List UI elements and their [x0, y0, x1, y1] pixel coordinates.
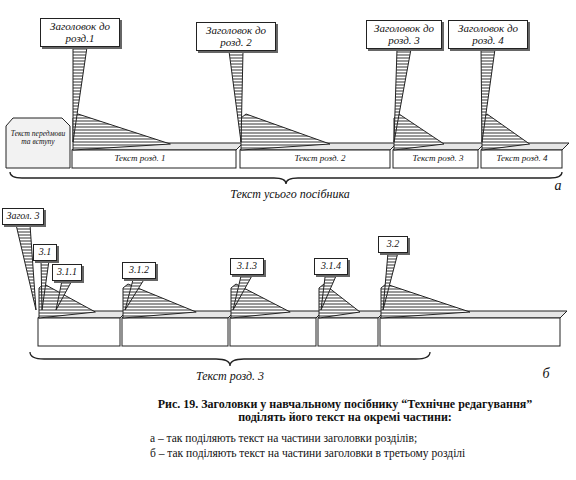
heading-callout: 3.1.1: [52, 264, 82, 281]
slab-front: [318, 318, 378, 346]
heading-pointer: [56, 281, 72, 311]
slab-front: [230, 318, 316, 346]
caption-line: а – так поділяють текст на частини загол…: [150, 432, 570, 445]
section-wedge: [73, 114, 170, 150]
heading-callout: 3.1.3: [230, 258, 264, 275]
heading-pointer: [229, 51, 243, 142]
heading-text: 3.2: [382, 239, 404, 250]
heading-callout: Заголовок до розд. 2: [196, 22, 276, 51]
section-text: Текст розд. 3: [402, 154, 474, 164]
heading-pointer: [73, 47, 87, 142]
brace-label: Текст усього посібника: [180, 188, 400, 201]
section-wedge: [482, 114, 530, 150]
part-letter: а: [548, 178, 568, 193]
heading-pointer: [481, 49, 495, 142]
heading-pointer: [394, 49, 411, 142]
brace: [10, 172, 562, 184]
heading-pointer: [321, 275, 337, 311]
heading-callout: 3.1: [33, 244, 57, 261]
heading-callout: 3.2: [378, 236, 408, 253]
heading-callout: 3.1.2: [122, 262, 156, 279]
heading-text: 3.1: [37, 247, 53, 258]
section-text: Текст розд. 2: [280, 154, 360, 164]
heading-pointer: [16, 225, 36, 311]
heading-text: Загол. 3: [6, 211, 40, 222]
caption-line: б – так поділяють текст на частини загол…: [150, 447, 570, 460]
heading-callout: 3.1.4: [314, 258, 348, 275]
heading-text: Заголовок до розд.1: [44, 21, 116, 44]
section-text: Текст передмови та вступу: [9, 130, 67, 147]
slab-front: [240, 150, 390, 168]
heading-text: Заголовок до розд. 4: [452, 23, 524, 46]
slab-front: [122, 318, 228, 346]
heading-callout: Загол. 3: [2, 208, 44, 225]
section-wedge: [394, 114, 444, 150]
slab-front: [72, 150, 236, 168]
heading-callout: Заголовок до розд. 3: [366, 20, 442, 49]
heading-text: 3.1.3: [234, 261, 260, 272]
heading-text: Заголовок до розд. 3: [370, 23, 438, 46]
figure-caption: Рис. 19. Заголовки у навчальному посібни…: [150, 398, 540, 424]
slab-front: [393, 150, 478, 168]
heading-pointer: [383, 253, 398, 311]
heading-pointer: [125, 279, 145, 311]
section-text: Текст розд. 1: [100, 154, 180, 164]
heading-text: 3.1.1: [56, 267, 78, 278]
heading-text: 3.1.4: [318, 261, 344, 272]
intro-block: [6, 118, 70, 168]
slab-front: [38, 318, 120, 346]
heading-text: 3.1.2: [126, 265, 152, 276]
heading-callout: Заголовок до розд.1: [40, 18, 120, 47]
slab-front: [380, 318, 560, 346]
section-wedge: [381, 284, 470, 318]
heading-pointer: [233, 275, 253, 311]
heading-text: Заголовок до розд. 2: [200, 25, 272, 48]
heading-pointer: [41, 261, 49, 311]
brace: [30, 352, 430, 366]
section-text: Текст розд. 4: [486, 154, 558, 164]
heading-callout: Заголовок до розд. 4: [448, 20, 528, 49]
part-letter: б: [536, 366, 556, 381]
slab-front: [481, 150, 562, 168]
brace-label: Текст розд. 3: [160, 370, 300, 383]
section-wedge: [241, 114, 330, 150]
